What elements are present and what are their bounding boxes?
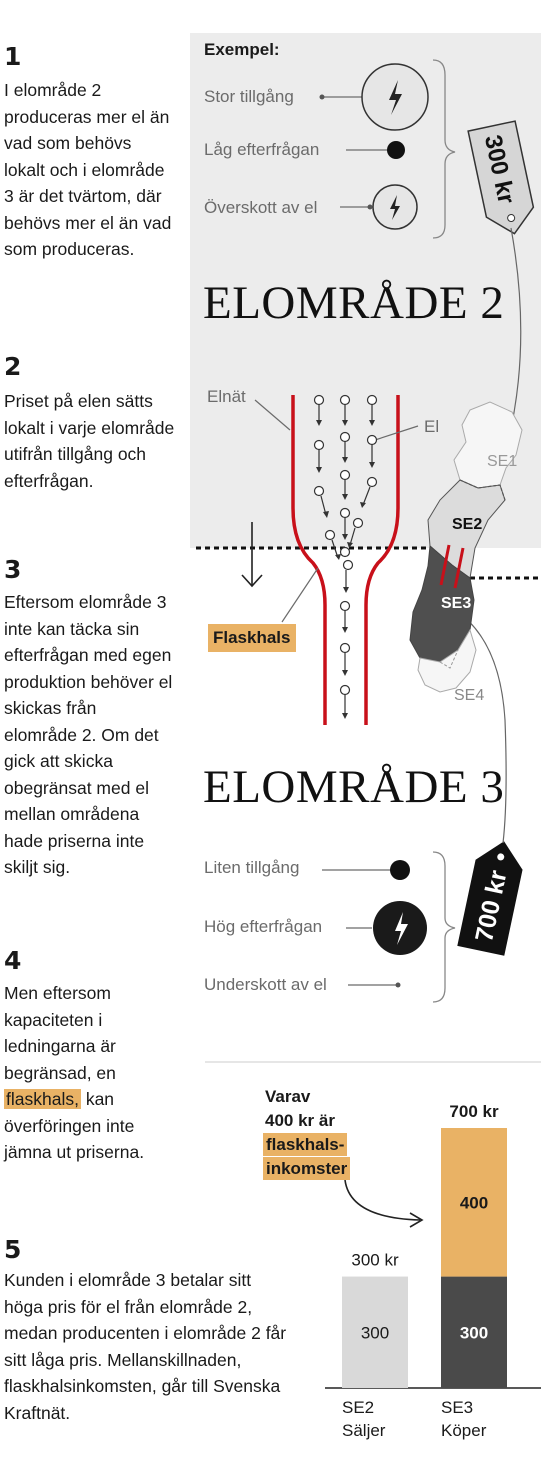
note-highlight-1: flaskhals- xyxy=(263,1133,348,1156)
note-highlight-2: inkomster xyxy=(263,1157,351,1180)
label-demand-low: Låg efterfrågan xyxy=(204,140,320,159)
note-arrow xyxy=(344,1179,421,1221)
map-se4-label: SE4 xyxy=(454,687,484,704)
price-tag-700: 700 kr xyxy=(457,841,523,956)
note-line1: Varav xyxy=(265,1087,311,1106)
arrow-head-icon xyxy=(409,1212,424,1228)
area3-title: ELOMRÅDE 3 xyxy=(203,761,505,813)
step-2-number: 2 xyxy=(4,352,22,381)
step-4-text-after: kan överföringen inte jämna ut priserna. xyxy=(4,1089,145,1162)
bar-total-label: 700 kr xyxy=(449,1102,499,1121)
step-4-highlight: flaskhals, xyxy=(4,1089,81,1109)
map-se4 xyxy=(417,628,477,693)
map-se1-label: SE1 xyxy=(487,453,517,470)
map-wire xyxy=(439,544,465,589)
step-1-number: 1 xyxy=(4,42,22,71)
down-arrow-icon xyxy=(241,522,263,588)
label-el: El xyxy=(424,417,440,436)
tag-string-700 xyxy=(454,609,507,844)
step-1-text: I elområde 2 produceras mer el än vad so… xyxy=(4,80,172,259)
step-4-number: 4 xyxy=(4,946,22,975)
bottleneck-label: Flaskhals xyxy=(208,624,296,652)
step-4-text: Men eftersom kapaciteten i ledningarna ä… xyxy=(4,980,174,1166)
bar-category-label: Köper xyxy=(441,1421,487,1440)
label-surplus: Överskott av el xyxy=(204,198,318,217)
step-5-number: 5 xyxy=(4,1235,22,1264)
bar-segment-1-1 xyxy=(441,1128,507,1277)
small-supply-dark-icon xyxy=(390,860,410,880)
label-supply-high: Stor tillgång xyxy=(204,87,294,106)
bar-value-label: 300 xyxy=(361,1323,389,1342)
map-se3-label: SE3 xyxy=(441,595,471,612)
bar-category-label: SE2 xyxy=(342,1398,374,1417)
note-line2: 400 kr är xyxy=(265,1111,335,1130)
area2-title: ELOMRÅDE 2 xyxy=(203,277,505,329)
example-connectors xyxy=(322,96,390,208)
arrowheads xyxy=(316,420,375,719)
step-5-text: Kunden i elområde 3 betalar sitt höga pr… xyxy=(4,1270,287,1423)
example-heading: Exempel: xyxy=(204,40,280,59)
bar-segment-0-0 xyxy=(342,1276,408,1388)
area3-brace xyxy=(432,851,456,1003)
step-3-number: 3 xyxy=(4,555,22,584)
map-se2-label: SE2 xyxy=(452,516,482,533)
bar-value-label: 400 xyxy=(460,1193,488,1212)
lightning-icon xyxy=(389,80,402,115)
lightning-icon xyxy=(390,195,400,220)
bar-category-label: SE3 xyxy=(441,1398,473,1417)
label-deficit: Underskott av el xyxy=(204,975,327,994)
bar-segment-1-0 xyxy=(441,1276,507,1388)
electron-flow xyxy=(313,394,378,716)
grid-wire-left xyxy=(291,395,327,725)
step-4-text-before: Men eftersom kapaciteten i ledningarna ä… xyxy=(4,983,116,1083)
bar-category-label: Säljer xyxy=(342,1421,386,1440)
bar-total-label: 300 kr xyxy=(351,1251,399,1270)
bar-value-label: 300 xyxy=(460,1323,488,1342)
lightning-icon xyxy=(395,912,408,945)
small-demand-icon xyxy=(387,141,405,159)
label-grid: Elnät xyxy=(207,387,246,406)
grid-wire-right xyxy=(364,395,400,725)
price-tag-300: 300 kr xyxy=(467,120,535,235)
label-demand-high: Hög efterfrågan xyxy=(204,917,323,936)
label-supply-low: Liten tillgång xyxy=(204,858,300,877)
step-2-text: Priset på elen sätts lokalt i varje elom… xyxy=(4,391,175,491)
step-3-text: Eftersom elområde 3 inte kan täcka sin e… xyxy=(4,592,173,877)
example-brace xyxy=(432,59,456,239)
